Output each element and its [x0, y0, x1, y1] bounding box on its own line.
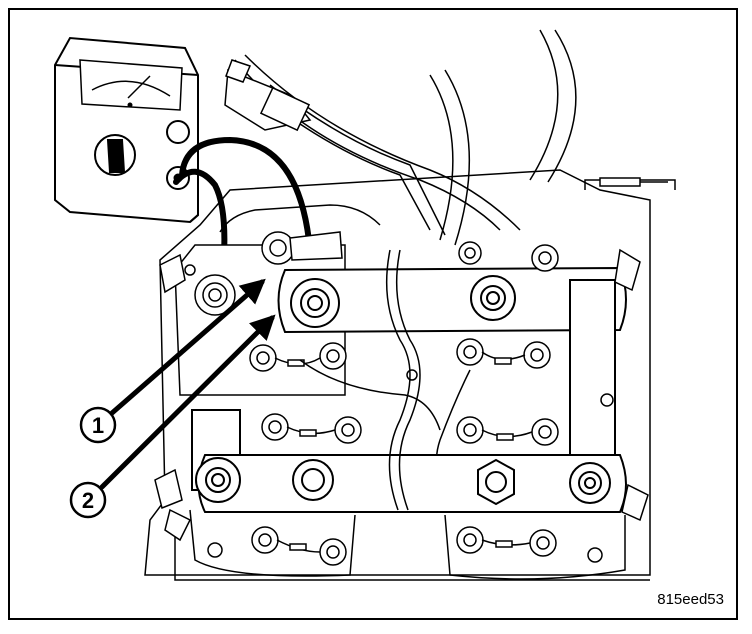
callout-1: 1: [79, 406, 117, 444]
callout-2-leader: [99, 314, 276, 490]
meter-dial-window: [79, 59, 183, 111]
harness-connector: [224, 59, 312, 132]
callout-2-label: 2: [82, 488, 94, 513]
side-brackets: [154, 248, 649, 542]
multimeter: [54, 36, 199, 224]
callout-2: 2: [69, 481, 107, 519]
test-leads: [173, 136, 326, 291]
meter-needle: [127, 75, 151, 99]
callout-1-leader: [109, 278, 266, 416]
meter-jack-1: [166, 120, 190, 144]
meter-scale: [91, 80, 171, 97]
busbar-lower: [195, 454, 627, 513]
small-terminals: [184, 241, 614, 566]
cable-harness: [219, 29, 577, 246]
callout-leaders: [99, 278, 276, 490]
solenoid-lower-bodies: [189, 249, 626, 580]
housing-outline: [144, 169, 676, 581]
figure-id-label: 815eed53: [657, 591, 724, 608]
selector-pointer: [106, 139, 126, 173]
callout-1-label: 1: [92, 413, 104, 438]
